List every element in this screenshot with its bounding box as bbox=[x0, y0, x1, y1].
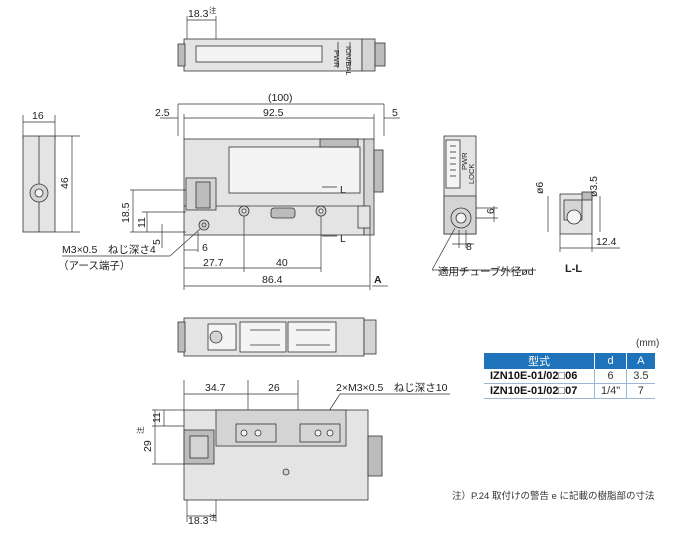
ground-terminal-note: （アース端子） bbox=[58, 259, 130, 272]
side-view: 16 46 bbox=[22, 110, 80, 233]
bottom-note-mark-29: 注 bbox=[135, 426, 145, 434]
top-view: 18.3 注 PWR ION/BAL bbox=[177, 5, 386, 76]
bottom-view: 34.7 26 2×M3×0.5 ねじ深さ10 11 29 注 18.3 注 bbox=[135, 380, 450, 527]
top-note-mark: 注 bbox=[209, 5, 217, 15]
front-view: (100) 2.5 92.5 5 L L 18.5 bbox=[58, 92, 400, 290]
model-cell: IZN10E-01/02□07 bbox=[484, 383, 595, 399]
overall-length-dim: (100) bbox=[268, 92, 293, 104]
d-cell: 1/4" bbox=[593, 383, 627, 399]
a-cell: 7 bbox=[626, 383, 655, 399]
section-mark-top: L bbox=[340, 184, 346, 196]
lock-label: LOCK bbox=[467, 164, 476, 184]
front-display-window bbox=[228, 146, 361, 194]
section-dim-d6: ø6 bbox=[534, 182, 546, 194]
left-offset-dim: 2.5 bbox=[155, 107, 170, 119]
bottom-dim-29: 29 bbox=[142, 440, 154, 452]
top-window bbox=[195, 45, 323, 63]
section-dim-d35: ø3.5 bbox=[588, 176, 600, 197]
section-view: ø6 ø3.5 12.4 L-L bbox=[534, 176, 620, 275]
port-view: PWR LOCK 8 6 適用チューブ外径ød bbox=[431, 135, 536, 278]
height-18-5-dim: 18.5 bbox=[120, 202, 132, 223]
a-cell: 3.5 bbox=[626, 369, 655, 384]
bottom-dim-18-3: 18.3 bbox=[188, 515, 209, 527]
right-offset-dim: 5 bbox=[392, 107, 398, 119]
header-a: A bbox=[626, 353, 655, 369]
top-width-dim: 18.3 bbox=[188, 8, 209, 20]
footnote: 注）P.24 取付けの警告 e に記載の樹脂部の寸法 bbox=[452, 491, 655, 502]
bottom-dim-11: 11 bbox=[151, 412, 163, 423]
mount-screw-note: 2×M3×0.5 ねじ深さ10 bbox=[336, 382, 448, 394]
dim-a-label: A bbox=[374, 274, 382, 286]
underside-view bbox=[177, 317, 377, 357]
bottom-dim-34-7: 34.7 bbox=[205, 382, 226, 394]
d-cell: 6 bbox=[593, 369, 627, 384]
dim-86-4: 86.4 bbox=[262, 274, 283, 286]
bottom-dim-26: 26 bbox=[268, 382, 280, 394]
model-cell: IZN10E-01/02□06 bbox=[484, 369, 595, 384]
height-5-dim: 5 bbox=[151, 239, 163, 245]
port-dim-8: 8 bbox=[466, 241, 472, 253]
table-unit: (mm) bbox=[636, 338, 660, 349]
side-height-dim: 46 bbox=[59, 177, 71, 189]
dim-40: 40 bbox=[276, 257, 288, 269]
dim-27-7: 27.7 bbox=[203, 257, 224, 269]
svg-text:ION/BAL: ION/BAL bbox=[344, 46, 353, 76]
dim-6: 6 bbox=[202, 242, 208, 254]
ground-screw-note: M3×0.5 ねじ深さ4 bbox=[62, 244, 156, 256]
section-mark-bottom: L bbox=[340, 233, 346, 245]
body-length-dim: 92.5 bbox=[263, 107, 284, 119]
model-spec-table: 型式 d A IZN10E-01/02□06 6 3.5 IZN10E-01/0… bbox=[484, 353, 655, 399]
port-dim-6: 6 bbox=[485, 208, 497, 214]
height-11-dim: 11 bbox=[136, 217, 148, 228]
svg-text:PWR: PWR bbox=[332, 50, 341, 68]
table-row: IZN10E-01/02□07 1/4" 7 bbox=[484, 383, 655, 399]
side-width-dim: 16 bbox=[32, 110, 44, 122]
section-label: L-L bbox=[565, 263, 582, 275]
section-dim-12-4: 12.4 bbox=[596, 236, 617, 248]
tube-od-note: 適用チューブ外径ød bbox=[438, 265, 534, 278]
pwr-label: PWR bbox=[460, 152, 469, 170]
table-row: IZN10E-01/02□06 6 3.5 bbox=[484, 369, 655, 384]
bottom-note-mark-18: 注 bbox=[209, 512, 217, 522]
header-d: d bbox=[594, 353, 628, 369]
header-model: 型式 bbox=[484, 353, 595, 369]
